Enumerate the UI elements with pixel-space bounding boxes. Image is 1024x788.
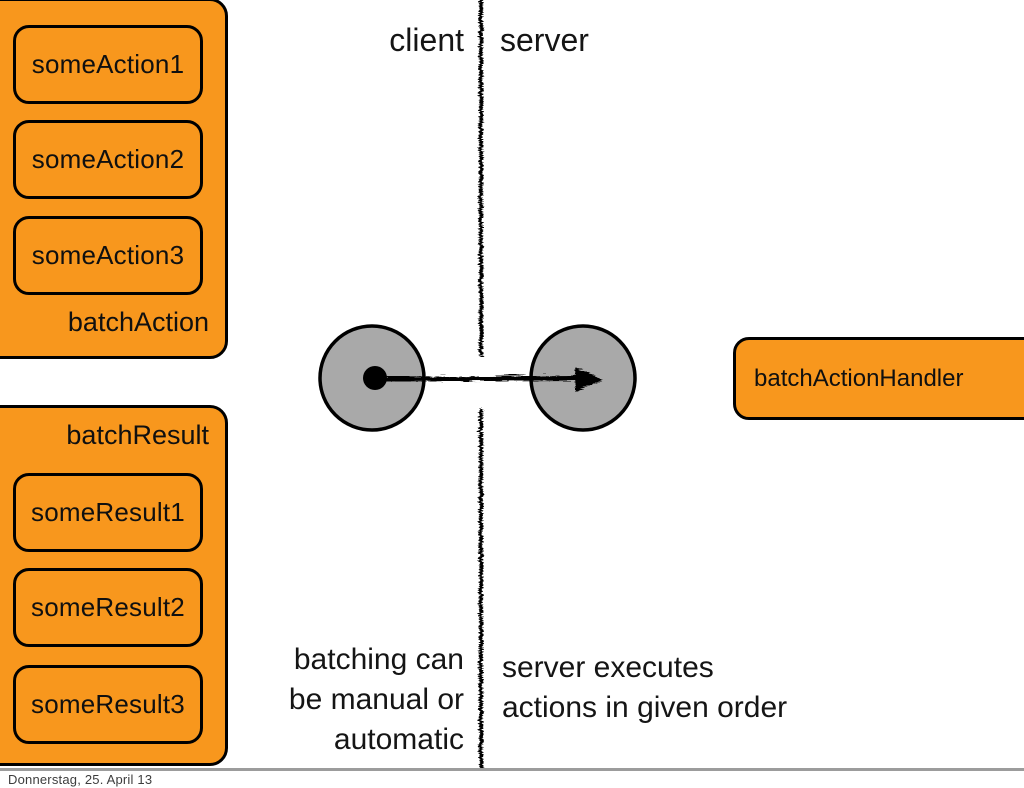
note-batching-line-1: batching can [293, 643, 464, 676]
message-arrow-head [574, 366, 602, 391]
message-arrow-shaft [381, 374, 578, 381]
batch-result-label: batchResult [66, 420, 209, 450]
batch-result-group: batchResult someResult1 someResult2 some… [0, 405, 228, 766]
node-some-action-3: someAction3 [13, 216, 203, 295]
client-endpoint-circle [318, 324, 426, 432]
server-endpoint-circle [529, 324, 637, 432]
footer-bar: Donnerstag, 25. April 13 [0, 768, 1024, 788]
node-some-action-2: someAction2 [13, 120, 203, 199]
message-arrow-origin-dot [363, 366, 387, 390]
node-some-result-1: someResult1 [13, 473, 203, 552]
note-batching-line-3: automatic [333, 723, 464, 756]
footer-date: Donnerstag, 25. April 13 [8, 772, 153, 787]
batch-action-group: someAction1 someAction2 someAction3 batc… [0, 0, 228, 359]
note-server-executes: server executes actions in given order [502, 648, 787, 728]
node-some-result-2: someResult2 [13, 568, 203, 647]
node-some-action-1: someAction1 [13, 25, 203, 104]
batch-action-label: batchAction [67, 307, 209, 337]
note-server-executes-line-1: server executes [502, 651, 714, 684]
note-batching: batching can be manual or automatic [289, 640, 464, 760]
server-label: server [500, 22, 589, 58]
node-some-result-3: someResult3 [13, 665, 203, 744]
client-label: client [389, 22, 464, 58]
note-batching-line-2: be manual or [288, 683, 464, 716]
node-batch-action-handler: batchActionHandler [733, 337, 1024, 420]
note-server-executes-line-2: actions in given order [502, 691, 788, 724]
